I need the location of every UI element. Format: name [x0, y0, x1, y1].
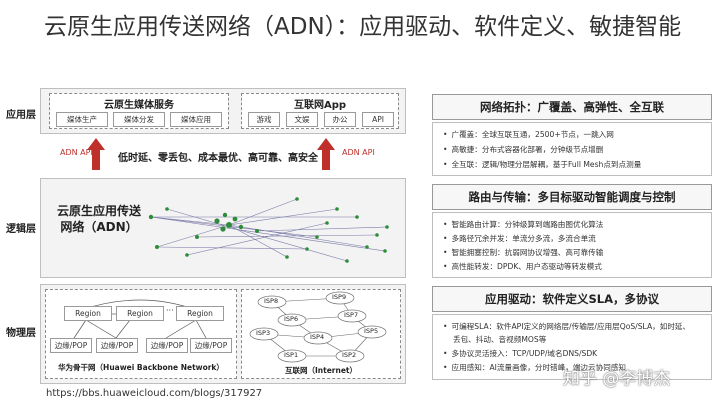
isp-graph: [249, 291, 387, 363]
media-item: 媒体生产: [56, 112, 108, 127]
physical-layer-panel: Region Region ··· Region 边缘/POP 边缘/POP 边…: [40, 284, 406, 384]
app-driven-bullet: 应用感知：AI流量画像，分时错峰，端边云协同感知: [443, 362, 705, 373]
internet-box: ISP8 ISP9 ISP6 ISP7 ISP3 ISP4 ISP5 ISP1 …: [241, 289, 401, 379]
isp-label: ISP1: [284, 351, 299, 359]
isp-label: ISP2: [342, 351, 357, 359]
adn-logic-label: 云原生应用传送网络（ADN）: [56, 204, 141, 234]
internet-app-box: 互联网App 游戏 文娱 办公 API: [241, 93, 399, 129]
layer-label-app: 应用层: [6, 110, 36, 121]
backbone-box: Region Region ··· Region 边缘/POP 边缘/POP 边…: [45, 289, 237, 379]
app-driven-panel-head: 应用驱动：软件定义SLA，多协议: [432, 286, 712, 312]
app-driven-bullet-continued: 丢包、抖动、音视频MOS等: [453, 335, 547, 344]
app-layer-panel: 云原生媒体服务 媒体生产 媒体分发 媒体应用 互联网App 游戏 文娱 办公 A…: [40, 88, 406, 134]
routing-bullet: 高性能转发：DPDK、用户态驱动等转发模式: [443, 261, 705, 272]
mesh-nodes: [148, 197, 389, 263]
layer-label-physical: 物理层: [6, 328, 36, 339]
app-item: 办公: [324, 112, 356, 127]
qos-slogan: 低时延、零丢包、成本最优、高可靠、高安全: [118, 153, 318, 164]
edge-pop-node: 边缘/POP: [146, 338, 188, 353]
topology-bullet: 广覆盖：全球互联互通，2500+节点，一跳入网: [443, 129, 705, 140]
routing-panel-body: 智能路由计算：分钟级算到端路由图优化算法 多路径冗余并发：单流分多流，多流合单流…: [432, 212, 712, 278]
topology-bullet: 高敏捷：分布式容器化部署，分钟级节点增删: [443, 144, 705, 155]
media-item: 媒体分发: [113, 112, 165, 127]
app-item: API: [362, 112, 394, 127]
isp-label: ISP8: [264, 297, 279, 305]
up-arrow-left-stem: [92, 150, 100, 170]
isp-label: ISP5: [364, 327, 379, 335]
cloud-media-title: 云原生媒体服务: [104, 100, 174, 111]
routing-bullet: 智能路由计算：分钟级算到端路由图优化算法: [443, 219, 705, 230]
logic-layer-panel: 云原生应用传送网络（ADN）: [40, 178, 406, 278]
edge-pop-node: 边缘/POP: [50, 338, 92, 353]
logic-mesh-graph: [148, 197, 389, 263]
topology-panel-body: 广覆盖：全球互联互通，2500+节点，一跳入网 高敏捷：分布式容器化部署，分钟级…: [432, 122, 712, 176]
edge-pop-node: 边缘/POP: [96, 338, 138, 353]
internet-app-title: 互联网App: [293, 100, 347, 111]
up-arrow-right-stem: [322, 150, 330, 170]
app-driven-panel-body: 可编程SLA：软件API定义的网络层/传输层/应用层QoS/SLA，如时延、 丢…: [432, 314, 712, 380]
adn-api-right-label: ADN API: [342, 148, 375, 157]
adn-api-left-label: ADN API: [60, 148, 93, 157]
topology-bullet: 全互联：逻辑/物理分层解耦，基于Full Mesh点到点测量: [443, 159, 705, 170]
isp-label: ISP6: [284, 315, 299, 323]
page-title: 云原生应用传送网络（ADN）：应用驱动、软件定义、敏捷智能: [44, 14, 682, 40]
routing-panel-head: 路由与传输：多目标驱动智能调度与控制: [432, 184, 712, 210]
app-item: 游戏: [248, 112, 280, 127]
source-url: https://bbs.huaweicloud.com/blogs/317927: [46, 388, 263, 399]
app-driven-bullet: 多协议灵活接入：TCP/UDP/域名DNS/SDK: [443, 348, 705, 359]
up-arrow-right: [317, 138, 335, 150]
routing-bullet: 多路径冗余并发：单流分多流，多流合单流: [443, 233, 705, 244]
cloud-media-box: 云原生媒体服务 媒体生产 媒体分发 媒体应用: [49, 93, 229, 129]
isp-label: ISP4: [310, 333, 325, 341]
isp-label: ISP9: [332, 293, 347, 301]
region-node: Region: [116, 306, 164, 321]
isp-label: ISP7: [344, 311, 359, 319]
internet-caption: 互联网（Internet）: [284, 366, 357, 375]
layer-label-logic: 逻辑层: [6, 224, 36, 235]
region-node: Region: [176, 306, 224, 321]
region-ellipsis: ···: [166, 306, 174, 315]
topology-panel-head: 网络拓扑：广覆盖、高弹性、全互联: [432, 94, 712, 120]
zhihu-watermark: 知乎 @李博杰: [563, 369, 671, 389]
media-item: 媒体应用: [170, 112, 222, 127]
up-arrow-left: [87, 138, 105, 150]
region-node: Region: [64, 306, 112, 321]
edge-pop-node: 边缘/POP: [190, 338, 232, 353]
isp-label: ISP3: [256, 329, 271, 337]
mesh-links: [150, 198, 388, 262]
app-driven-bullet: 可编程SLA：软件API定义的网络层/传输层/应用层QoS/SLA，如时延、: [443, 321, 705, 332]
app-item: 文娱: [286, 112, 318, 127]
backbone-caption: 华为骨干网（Huawei Backbone Network）: [58, 363, 224, 372]
routing-bullet: 智能拥塞控制：抗弱网协议增强、高可靠传输: [443, 247, 705, 258]
